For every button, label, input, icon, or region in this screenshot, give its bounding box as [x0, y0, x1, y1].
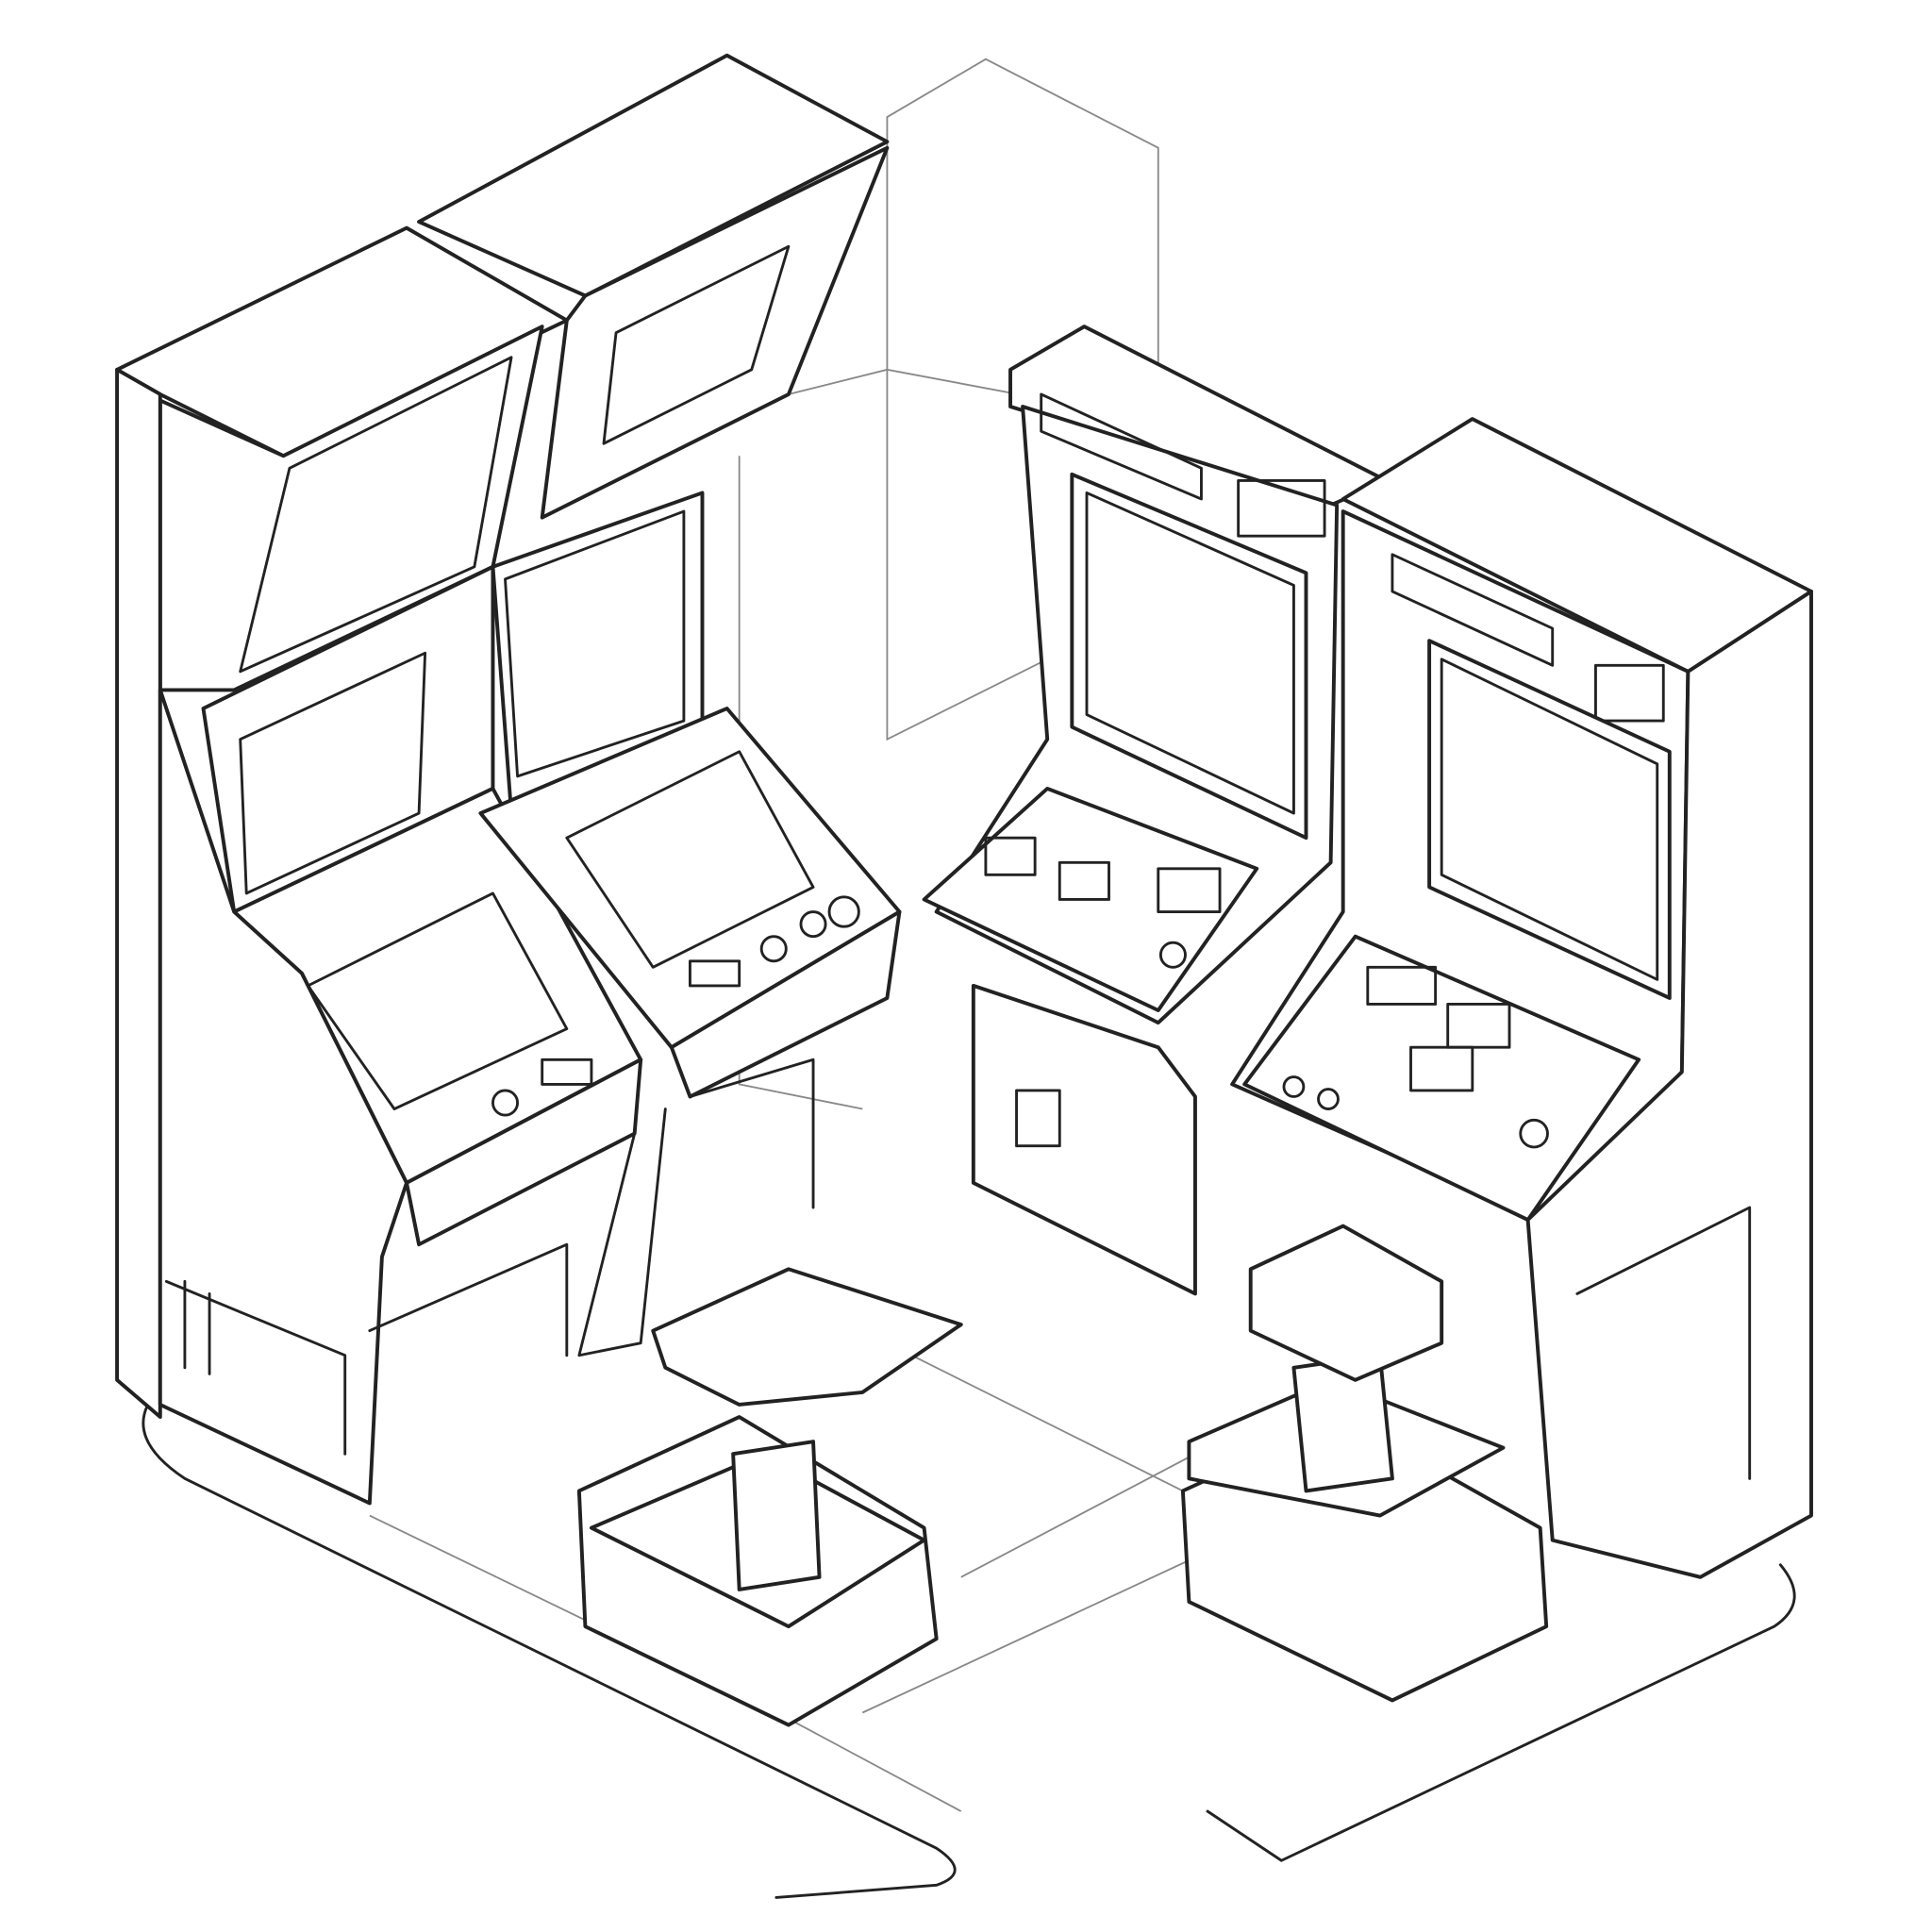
- arcade-cabinet-2: [417, 53, 902, 1357]
- button-icon: [1317, 1088, 1340, 1110]
- coin-door-icon: [1015, 1089, 1061, 1148]
- button-icon: [1366, 965, 1438, 1006]
- stool-1: [576, 1267, 963, 1727]
- button-icon: [1282, 1075, 1306, 1098]
- arcade-cabinet-3: [922, 325, 1389, 1296]
- coin-slot-icon: [1593, 663, 1665, 723]
- button-icon: [759, 935, 788, 963]
- button-icon: [1158, 941, 1187, 969]
- button-icon: [799, 910, 827, 939]
- stool-2: [1180, 1224, 1549, 1703]
- coin-slot-icon: [1237, 478, 1326, 538]
- arcade-cabinet-4: [1230, 417, 1813, 1579]
- button-icon: [1409, 1045, 1474, 1092]
- button-icon: [491, 1089, 520, 1117]
- button-icon: [984, 836, 1037, 876]
- button-icon: [1446, 1003, 1511, 1049]
- button-icon: [827, 895, 860, 928]
- button-icon: [1058, 860, 1110, 901]
- button-icon: [1157, 867, 1222, 913]
- button-icon: [1519, 1118, 1549, 1149]
- joystick-icon: [688, 959, 741, 988]
- joystick-icon: [541, 1058, 593, 1086]
